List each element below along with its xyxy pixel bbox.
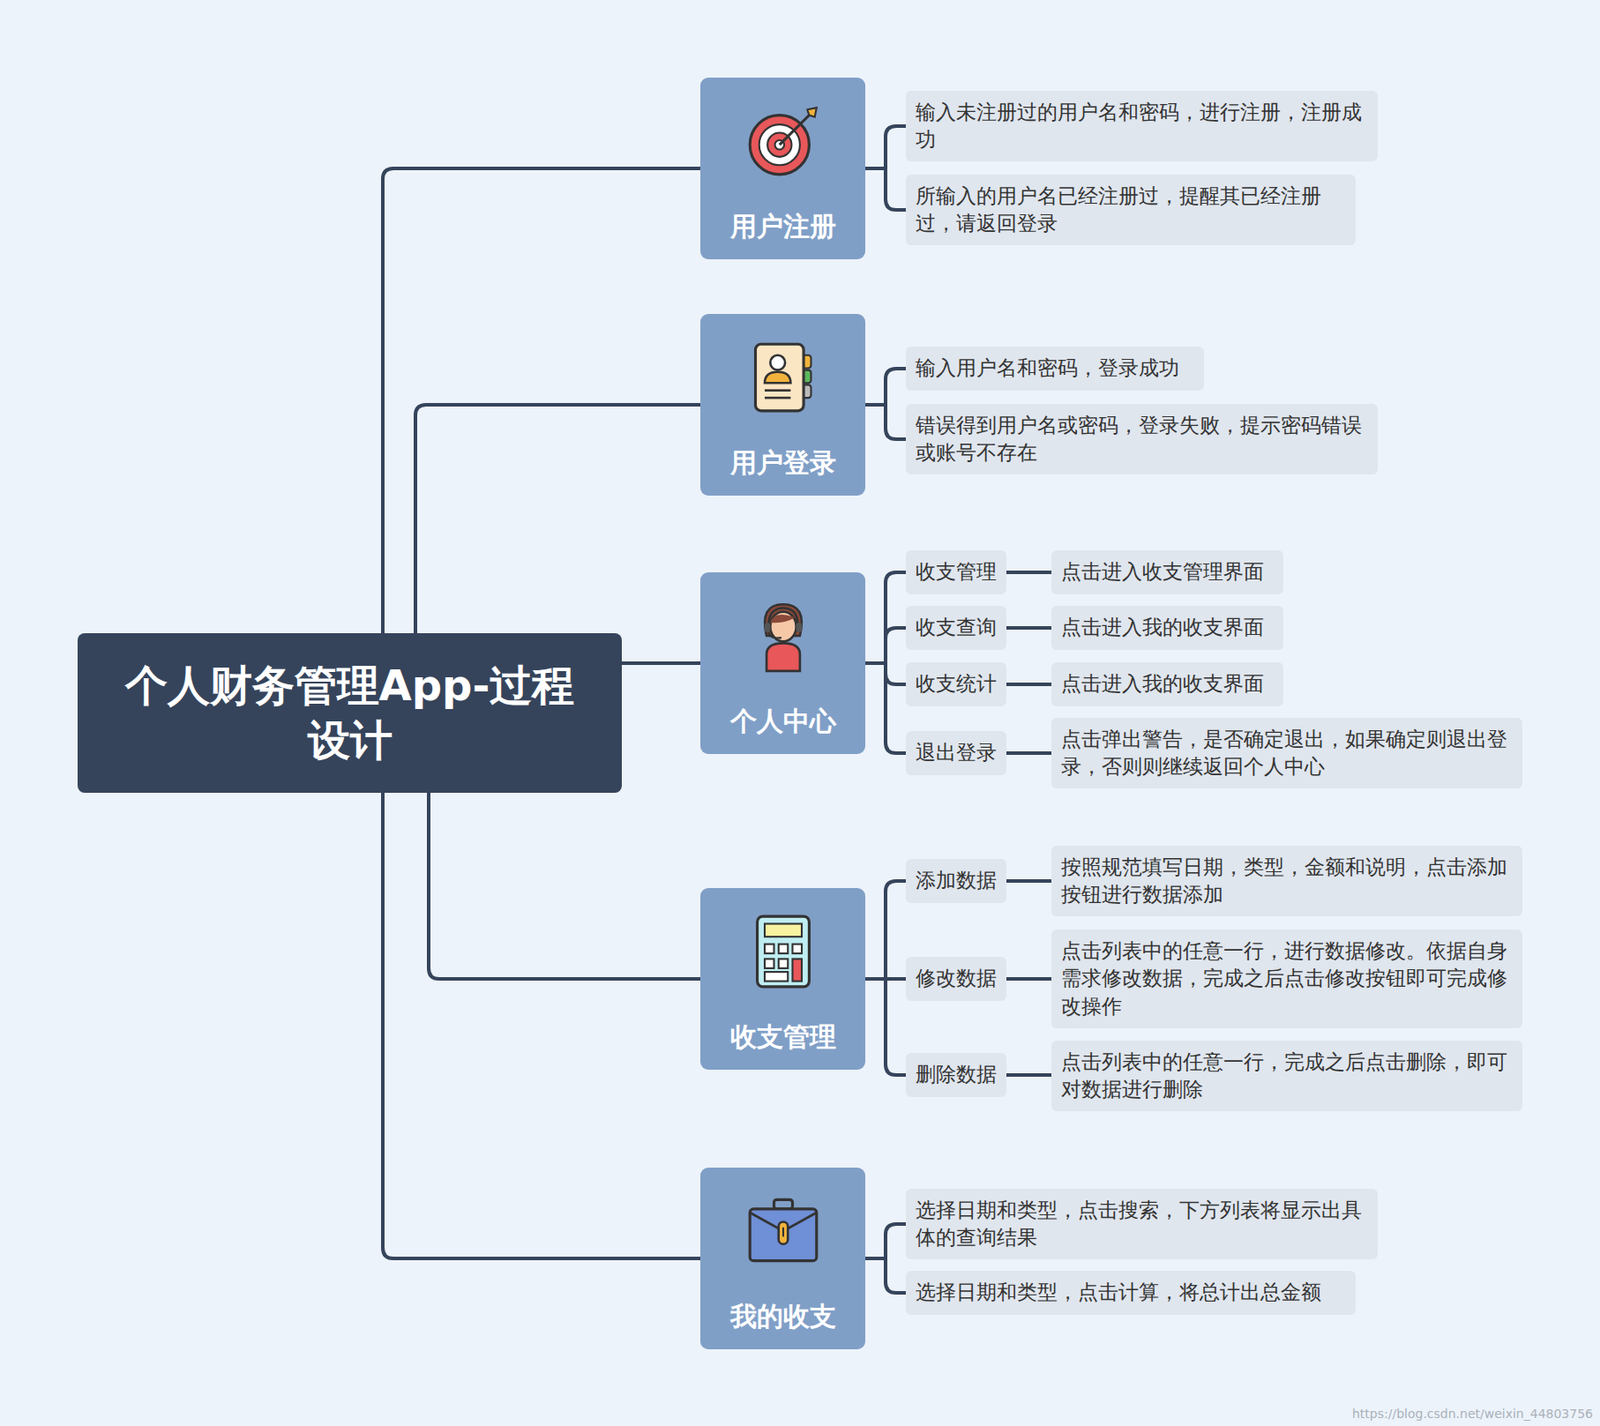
node-text: 用户注册 xyxy=(730,209,837,244)
connector xyxy=(865,168,906,210)
detail-box: 输入未注册过的用户名和密码，进行注册，注册成功 xyxy=(905,90,1378,162)
node-text: 退出登录 xyxy=(915,739,997,767)
node-text: 收支查询 xyxy=(915,613,997,642)
detail-box: 按照规范填写日期，类型，金额和说明，点击添加按钮进行数据添加 xyxy=(1051,845,1523,917)
connector xyxy=(1006,977,1052,981)
node-text: 收支管理 xyxy=(915,558,997,586)
category-box: 我的收支 xyxy=(700,1167,866,1350)
node-text: 个人财务管理App-过程 设计 xyxy=(120,657,580,769)
node-text: 点击进入我的收支界面 xyxy=(1061,613,1274,642)
watermark: https://blog.csdn.net/weixin_44803756 xyxy=(1352,1406,1593,1421)
node-text: 点击进入我的收支界面 xyxy=(1061,670,1274,698)
node-text: 收支管理 xyxy=(730,1019,837,1055)
node-text: 选择日期和类型，点击计算，将总计出总金额 xyxy=(915,1278,1346,1307)
detail-box: 输入用户名和密码，登录成功 xyxy=(905,346,1204,390)
subtopic-box: 删除数据 xyxy=(905,1053,1007,1097)
node-text: 修改数据 xyxy=(915,964,997,993)
contact-card-icon xyxy=(746,340,821,415)
target-icon xyxy=(746,104,821,179)
detail-box: 点击进入我的收支界面 xyxy=(1051,605,1284,650)
node-text: 按照规范填写日期，类型，金额和说明，点击添加按钮进行数据添加 xyxy=(1061,853,1513,909)
connector xyxy=(865,126,906,169)
detail-box: 选择日期和类型，点击计算，将总计出总金额 xyxy=(905,1271,1356,1315)
detail-box: 点击进入我的收支界面 xyxy=(1051,662,1284,706)
connector xyxy=(1006,682,1052,687)
connector xyxy=(865,404,906,440)
detail-box: 错误得到用户名或密码，登录失败，提示密码错误或账号不存在 xyxy=(905,403,1378,475)
connector xyxy=(1006,626,1052,630)
detail-box: 点击列表中的任意一行，完成之后点击删除，即可对数据进行删除 xyxy=(1051,1040,1523,1112)
subtopic-box: 收支统计 xyxy=(905,662,1007,706)
connector xyxy=(865,368,906,405)
node-text: 点击弹出警告，是否确定退出，如果确定则退出登录，否则则继续返回个人中心 xyxy=(1061,725,1513,781)
connector xyxy=(382,791,701,1260)
node-text: 个人中心 xyxy=(730,703,837,739)
connector xyxy=(1006,1073,1052,1077)
support-person-icon xyxy=(746,598,821,673)
node-text: 删除数据 xyxy=(915,1061,997,1089)
detail-box: 点击进入收支管理界面 xyxy=(1051,550,1284,594)
connector xyxy=(621,661,701,666)
connector xyxy=(1006,570,1052,575)
node-text: 我的收支 xyxy=(730,1299,837,1334)
connector xyxy=(865,881,906,980)
connector xyxy=(865,663,906,754)
category-box: 用户注册 xyxy=(700,77,866,260)
connector xyxy=(865,572,906,664)
connector xyxy=(1006,751,1052,756)
category-box: 个人中心 xyxy=(700,572,866,755)
connector xyxy=(865,1224,906,1259)
connector xyxy=(865,1258,906,1294)
connector xyxy=(1006,879,1052,883)
root-topic: 个人财务管理App-过程 设计 xyxy=(77,633,622,793)
node-text: 点击列表中的任意一行，进行数据修改。依据自身需求修改数据，完成之后点击修改按钮即… xyxy=(1061,937,1513,1020)
node-text: 输入未注册过的用户名和密码，进行注册，注册成功 xyxy=(915,98,1369,154)
connector xyxy=(865,628,906,664)
detail-box: 所输入的用户名已经注册过，提醒其已经注册过，请返回登录 xyxy=(905,174,1356,246)
node-text: 点击进入收支管理界面 xyxy=(1061,558,1274,586)
node-text: 输入用户名和密码，登录成功 xyxy=(915,354,1195,382)
category-box: 收支管理 xyxy=(700,888,866,1070)
category-box: 用户登录 xyxy=(700,314,866,496)
node-text: 选择日期和类型，点击搜索，下方列表将显示出具体的查询结果 xyxy=(915,1196,1369,1252)
detail-box: 选择日期和类型，点击搜索，下方列表将显示出具体的查询结果 xyxy=(905,1188,1378,1260)
connector xyxy=(428,791,701,980)
subtopic-box: 添加数据 xyxy=(905,859,1007,903)
connector xyxy=(382,168,701,636)
subtopic-box: 修改数据 xyxy=(905,957,1007,1001)
subtopic-box: 收支管理 xyxy=(905,550,1007,594)
detail-box: 点击弹出警告，是否确定退出，如果确定则退出登录，否则则继续返回个人中心 xyxy=(1051,717,1523,789)
subtopic-box: 收支查询 xyxy=(905,605,1007,650)
connector xyxy=(415,404,701,636)
node-text: 添加数据 xyxy=(915,867,997,895)
detail-box: 点击列表中的任意一行，进行数据修改。依据自身需求修改数据，完成之后点击修改按钮即… xyxy=(1051,929,1523,1028)
node-text: 错误得到用户名或密码，登录失败，提示密码错误或账号不存在 xyxy=(915,411,1369,467)
briefcase-icon xyxy=(746,1194,821,1269)
subtopic-box: 退出登录 xyxy=(905,731,1007,775)
node-text: 用户登录 xyxy=(730,445,837,480)
node-text: 所输入的用户名已经注册过，提醒其已经注册过，请返回登录 xyxy=(915,182,1346,238)
node-text: 点击列表中的任意一行，完成之后点击删除，即可对数据进行删除 xyxy=(1061,1048,1513,1104)
calculator-icon xyxy=(746,914,821,989)
connector xyxy=(865,979,906,1076)
node-text: 收支统计 xyxy=(915,670,997,698)
